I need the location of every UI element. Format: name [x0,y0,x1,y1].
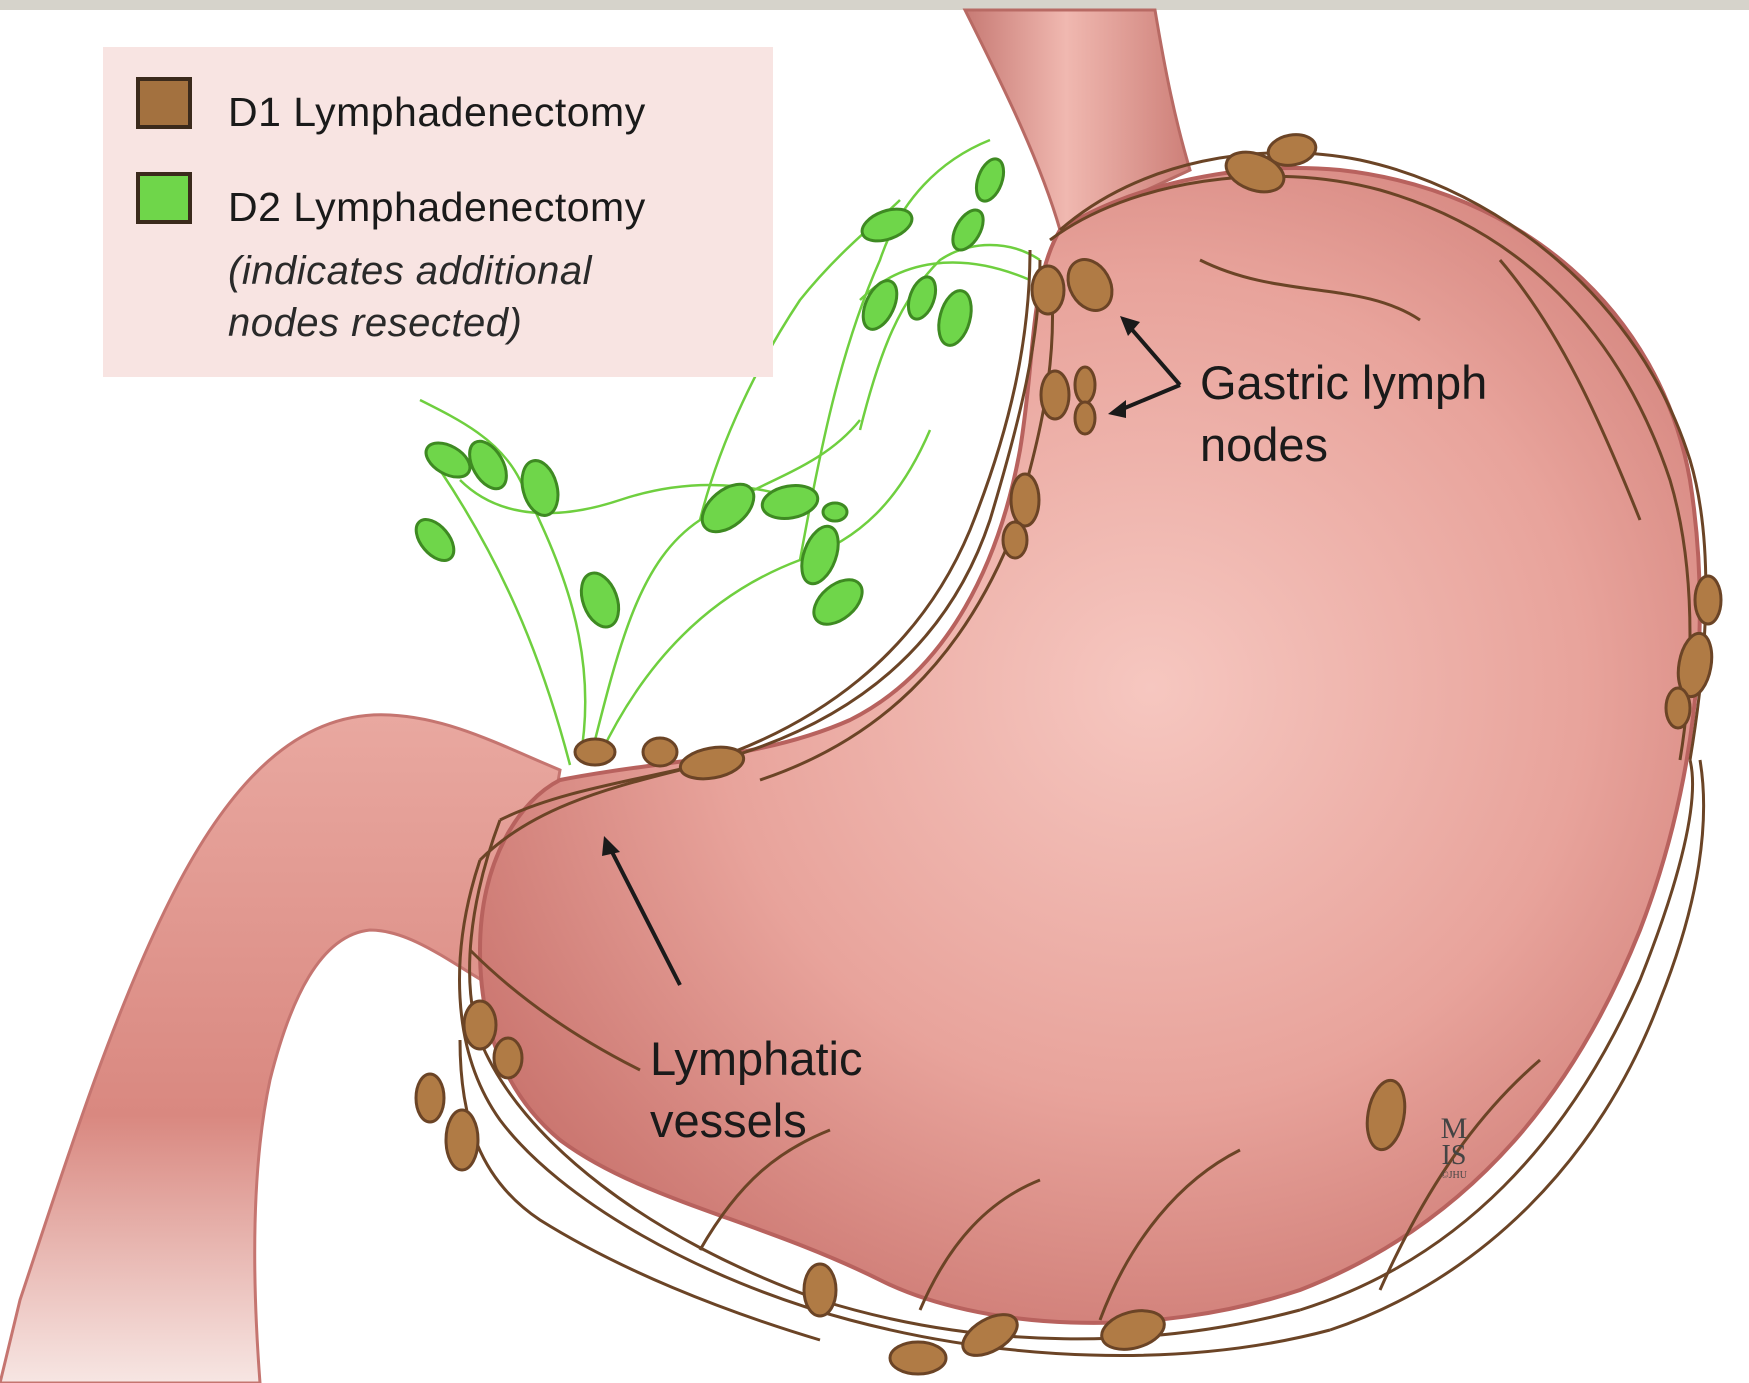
d2-swatch [136,172,192,224]
legend-box: D1 Lymphadenectomy D2 Lymphadenectomy (i… [103,47,773,377]
signature-line-1: M [1432,1115,1476,1143]
signature-line-2: IS [1432,1143,1476,1169]
legend-d2-note: (indicates additional nodes resected) [228,245,698,349]
lymphatic-vessels-label: Lymphatic vessels [650,1028,930,1152]
signature-line-3: ©JHU [1432,1169,1476,1183]
artist-signature: M IS ©JHU [1432,1115,1476,1183]
legend-d2-label: D2 Lymphadenectomy [228,184,646,231]
legend-d1-label: D1 Lymphadenectomy [228,89,646,136]
d1-swatch [136,77,192,129]
gastric-lymph-nodes-label: Gastric lymph nodes [1200,352,1540,476]
